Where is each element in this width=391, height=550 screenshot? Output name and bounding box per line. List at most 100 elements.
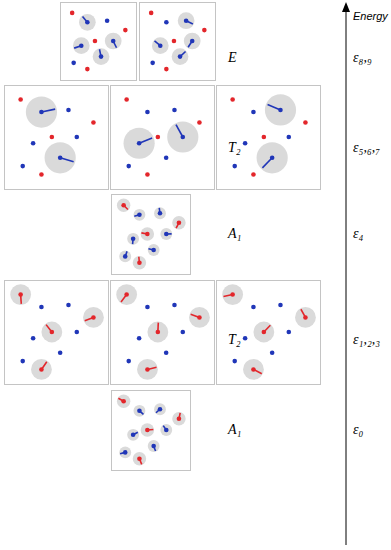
atom-dot (156, 135, 161, 140)
atom-dot (158, 211, 163, 216)
atom-dot (190, 39, 195, 44)
atom-dot (123, 450, 128, 455)
displacement-disk (119, 446, 131, 458)
mode-panel (111, 281, 215, 385)
atom-dot (164, 232, 169, 237)
displacement-disk (134, 405, 146, 417)
atom-dot (39, 367, 44, 372)
atom-dot (145, 172, 150, 177)
atom-dot (126, 164, 131, 169)
atom-dot (111, 39, 116, 44)
atom-dot (58, 156, 63, 161)
axis-title: Energy (353, 10, 388, 22)
displacement-disk (178, 12, 195, 29)
displacement-disk (148, 440, 160, 452)
displacement-disk (257, 142, 288, 173)
atom-dot (151, 444, 156, 449)
panel-frame (5, 281, 109, 385)
atom-dot (164, 428, 169, 433)
axis-arrowhead (342, 2, 350, 12)
displacement-disk (10, 284, 31, 305)
atom-dot (123, 254, 128, 259)
atom-dot (164, 351, 169, 356)
displacement-disk (105, 33, 122, 50)
atom-dot (278, 303, 283, 308)
displacement-disk (243, 359, 264, 380)
atom-dot (85, 67, 90, 72)
displacement-disk (154, 207, 166, 219)
atom-dot (251, 367, 256, 372)
energy-label: ε₄ (353, 226, 363, 241)
mode-panel (112, 391, 191, 471)
mode-panel (111, 86, 215, 190)
atom-dot (39, 110, 44, 115)
mode-panel (217, 86, 321, 190)
atom-dot (145, 110, 150, 115)
displacement-disk (127, 429, 139, 441)
atom-dot (137, 213, 142, 218)
mode-panel (112, 195, 191, 275)
atom-dot (124, 97, 129, 102)
atom-dot (177, 221, 182, 226)
atom-dot (18, 292, 23, 297)
atom-dot (251, 172, 256, 177)
atom-dot (131, 433, 136, 438)
atom-dot (50, 135, 55, 140)
atom-dot (164, 20, 169, 25)
symmetry-label: T₂ (228, 332, 241, 347)
displacement-disk (41, 322, 62, 343)
displacement-disk (127, 233, 139, 245)
atom-dot (164, 67, 169, 72)
atom-dot (164, 156, 169, 161)
atom-dot (137, 457, 142, 462)
mode-panel (5, 86, 109, 190)
atom-dot (91, 120, 96, 125)
atom-dot (178, 54, 183, 59)
displacement-disk (184, 33, 201, 50)
atom-dot (131, 237, 136, 242)
energy-label: ε₁,₂,₃ (353, 332, 380, 347)
displacement-disk (154, 403, 166, 415)
displacement-disk (134, 209, 146, 221)
atom-dot (303, 315, 308, 320)
atom-dot (197, 315, 202, 320)
atom-dot (126, 359, 131, 364)
atom-dot (278, 108, 283, 113)
atom-dot (181, 135, 186, 140)
displacement-disk (167, 121, 198, 152)
energy-label: ε₅,₆,₇ (353, 140, 380, 155)
atom-dot (99, 54, 104, 59)
atom-dot (50, 330, 55, 335)
symmetry-label: E (228, 50, 237, 65)
atom-dot (121, 399, 126, 404)
atom-dot (177, 417, 182, 422)
panel-frame (112, 391, 191, 471)
mode-panel (140, 3, 216, 81)
atom-dot (172, 39, 177, 44)
displacement-disk (83, 307, 104, 328)
displacement-disk (172, 412, 185, 425)
atom-dot (230, 97, 235, 102)
energy-axis (346, 10, 347, 545)
atom-dot (151, 248, 156, 253)
displacement-disk (141, 227, 154, 240)
atom-dot (184, 18, 189, 23)
displacement-disk (253, 322, 274, 343)
atom-dot (39, 172, 44, 177)
atom-dot (137, 336, 142, 341)
displacement-disk (26, 96, 57, 127)
atom-dot (31, 336, 36, 341)
atom-dot (262, 330, 267, 335)
atom-dot (145, 305, 150, 310)
atom-dot (70, 11, 75, 16)
atom-dot (230, 292, 235, 297)
symmetry-label: T₂ (228, 140, 241, 155)
atom-dot (105, 18, 110, 23)
displacement-disk (141, 423, 154, 436)
displacement-disk (189, 307, 210, 328)
atom-dot (251, 305, 256, 310)
atom-dot (66, 303, 71, 308)
displacement-disk (160, 424, 172, 436)
atom-dot (149, 11, 154, 16)
